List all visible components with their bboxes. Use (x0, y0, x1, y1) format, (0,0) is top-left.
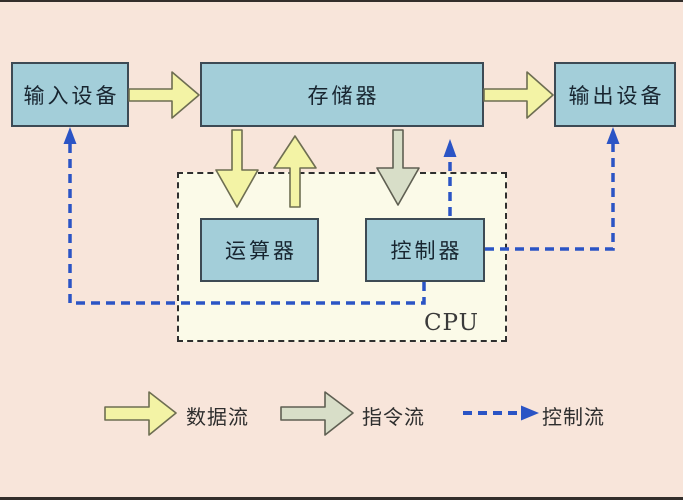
legend-instruction-flow-label: 指令流 (362, 405, 425, 429)
alu-box: 运算器 (200, 218, 319, 282)
memory-box: 存储器 (200, 62, 484, 127)
output-device-box: 输出设备 (554, 62, 676, 127)
legend-instruction-flow-arrow (280, 391, 354, 436)
data-flow-arrow-input-to-memory (128, 71, 200, 119)
bottom-border-line (0, 497, 683, 500)
input-device-box: 输入设备 (11, 62, 129, 127)
legend-data-flow-arrow (104, 391, 177, 436)
legend-control-flow-label: 控制流 (542, 405, 605, 429)
controller-box: 控制器 (365, 218, 485, 282)
legend-control-flow-arrow (463, 405, 539, 421)
cpu-label: CPU (423, 310, 479, 336)
legend-data-flow-label: 数据流 (186, 405, 249, 429)
top-border-line (0, 0, 683, 2)
data-flow-arrow-memory-to-output (483, 71, 554, 119)
